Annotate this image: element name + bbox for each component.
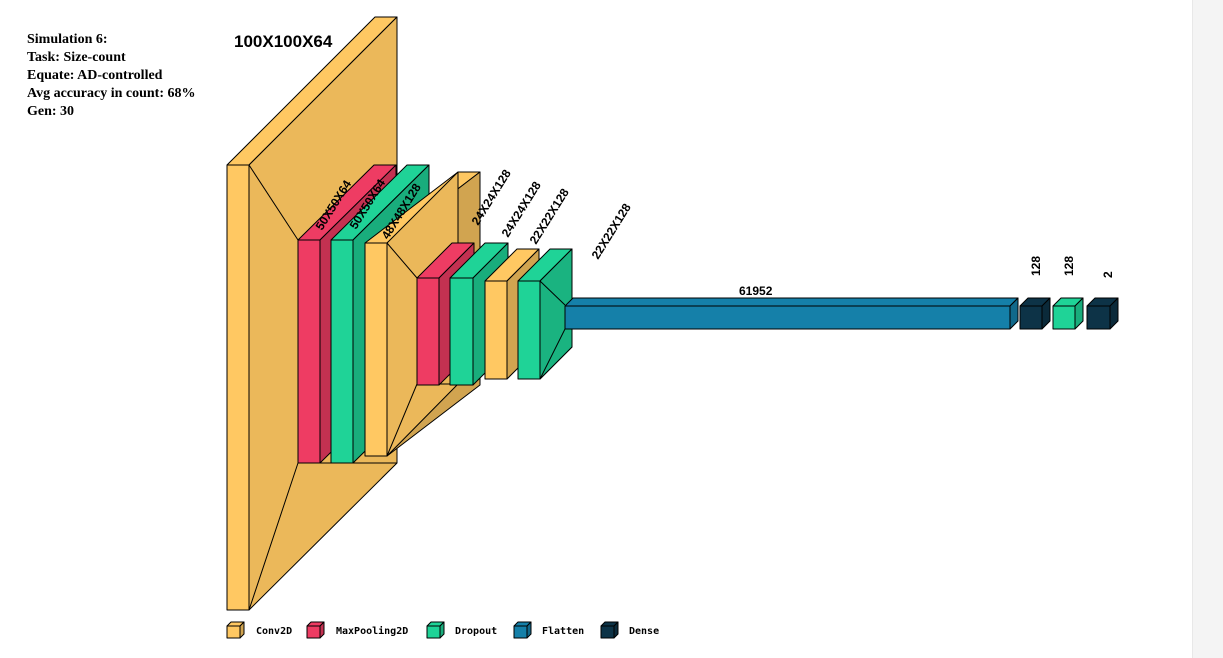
info-task: Task: Size-count [27,50,126,65]
legend-label-maxpooling2d: MaxPooling2D [336,625,408,637]
legend-swatch-dense [600,621,619,639]
label-flatten: 61952 [739,284,773,298]
legend-swatch-maxpooling2d [306,621,325,639]
label-dropout-4: 128 [1062,256,1076,276]
label-dense-2: 2 [1101,271,1115,278]
scrollbar-track[interactable] [1192,0,1223,658]
info-accuracy: Avg accuracy in count: 68% [27,86,196,101]
label-conv2d-1: 100X100X64 [234,32,333,51]
legend-label-conv2d: Conv2D [256,626,292,637]
layer-dense-2 [1086,297,1119,330]
legend-label-dense: Dense [629,626,659,637]
layer-dense-1 [1019,297,1051,330]
info-simulation: Simulation 6: [27,32,108,47]
layer-dropout-3-side [539,248,573,380]
label-dropout-3: 22X22X128 [589,201,634,262]
layer-dropout-4 [1052,297,1084,330]
legend: Conv2D MaxPooling2D Dropout Flatten Dense [226,621,659,639]
simulation-info: Simulation 6: Task: Size-count Equate: A… [27,31,196,121]
legend-swatch-conv2d [226,621,245,639]
legend-label-flatten: Flatten [542,626,584,637]
legend-swatch-dropout [426,621,445,639]
legend-swatch-flatten [513,621,532,639]
label-dense-1: 128 [1029,256,1043,276]
info-equate: Equate: AD-controlled [27,68,163,83]
layer-flatten [564,297,1019,330]
info-generation: Gen: 30 [27,104,75,119]
legend-label-dropout: Dropout [455,626,497,637]
